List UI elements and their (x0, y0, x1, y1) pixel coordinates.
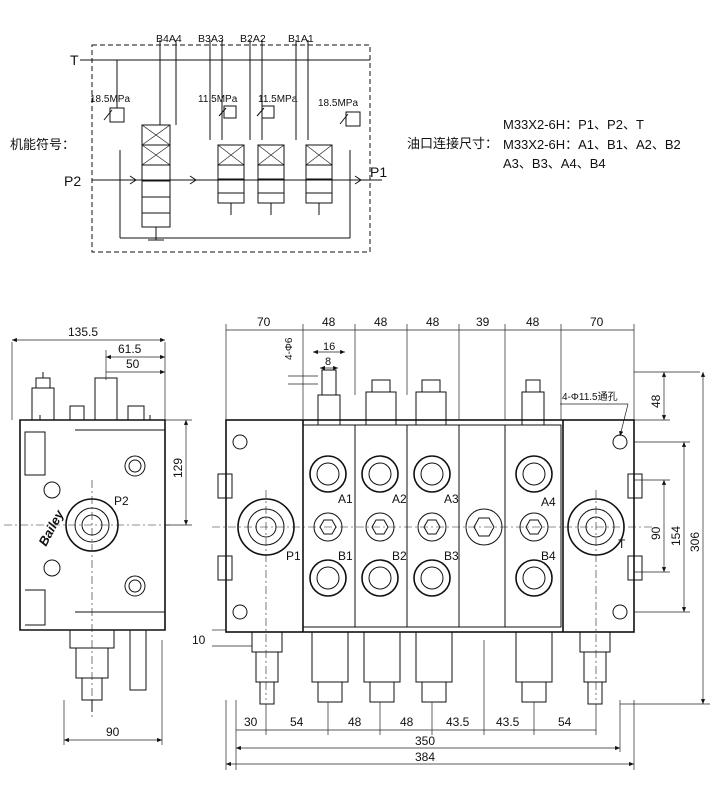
dim-bottom-54-1: 54 (290, 715, 304, 729)
dim-350: 350 (415, 734, 435, 748)
valve-section-4 (305, 144, 333, 215)
hydraulic-schematic: T P2 P1 B4A4 B3A3 B2A2 B1A1 18.5MPa 11.5… (10, 33, 387, 253)
top-dimension-chain: 70 48 48 48 39 48 70 (225, 315, 635, 420)
port-spec-line-2: M33X2-6H：A1、B1、A2、B2 (503, 137, 681, 152)
hole-4-phi-11-5: 4-Φ11.5通孔 (562, 391, 618, 403)
port-b4-label: B4 (541, 549, 556, 563)
port-a1-label: A1 (338, 492, 353, 506)
dim-10: 10 (192, 633, 206, 647)
relief-valve-main (103, 60, 125, 123)
relief-pressure-main: 18.5MPa (90, 94, 130, 105)
schematic-housing (91, 44, 371, 253)
dim-top-70-right: 70 (590, 315, 604, 329)
dim-bottom-54-2: 54 (558, 715, 572, 729)
dim-top-48-2: 48 (374, 315, 388, 329)
dim-top-70-left: 70 (257, 315, 271, 329)
port-spec-line-1: M33X2-6H：P1、P2、T (503, 117, 644, 132)
dim-90-side: 90 (106, 725, 120, 739)
dim-61-5: 61.5 (118, 342, 142, 356)
front-view: A1 A2 A3 A4 B1 B2 B3 B4 P1 T 70 48 48 48… (192, 315, 710, 770)
dim-16: 16 (323, 341, 335, 353)
front-body-outline (225, 419, 635, 633)
bottom-dimension-chain: 30 54 48 48 43.5 43.5 54 350 384 (225, 640, 635, 770)
front-p1-label: P1 (286, 549, 301, 563)
front-t-label: T (618, 537, 626, 551)
dim-50: 50 (126, 357, 140, 371)
dim-top-48-3: 48 (426, 315, 440, 329)
dim-384: 384 (415, 750, 435, 764)
dim-154: 154 (669, 526, 683, 546)
port-a4-label: A4 (541, 495, 556, 509)
dim-bottom-43-5-2: 43.5 (496, 715, 520, 729)
relief-valve-sec-1 (218, 105, 237, 119)
relief-pressure-sec-1: 11.5MPa (198, 94, 238, 105)
function-symbol-label: 机能符号： (10, 137, 75, 152)
port-T-label: T (70, 52, 79, 68)
valve-section-1 (141, 124, 171, 241)
valve-section-2 (217, 144, 245, 215)
dim-129: 129 (171, 458, 185, 478)
port-P1-label: P1 (370, 164, 387, 180)
relief-pressure-sec-2: 11.5MPa (258, 94, 298, 105)
relief-valve-sec-2 (256, 105, 275, 119)
port-spec: 油口连接尺寸： M33X2-6H：P1、P2、T M33X2-6H：A1、B1、… (407, 117, 681, 171)
side-view: Bailey P2 135.5 61.5 50 129 90 (4, 325, 192, 745)
dim-48-right: 48 (649, 394, 663, 408)
relief-pressure-right: 18.5MPa (318, 98, 358, 109)
port-spec-title: 油口连接尺寸： (407, 136, 498, 151)
port-spec-line-3: A3、B3、A4、B4 (503, 156, 606, 171)
port-b2-label: B2 (392, 549, 407, 563)
port-b1-label: B1 (338, 549, 353, 563)
side-p2-label: P2 (114, 494, 129, 508)
port-P2-label: P2 (64, 173, 81, 189)
port-a2-label: A2 (392, 492, 407, 506)
dim-8: 8 (325, 356, 331, 368)
hole-4-phi-6: 4-Φ6 (284, 337, 295, 360)
port-label-b1a1: B1A1 (288, 33, 314, 45)
dim-90-right: 90 (649, 526, 663, 540)
bottom-caps (251, 631, 611, 705)
b-ports (309, 559, 553, 597)
port-label-b3a3: B3A3 (198, 33, 224, 45)
port-label-b4a4: B4A4 (156, 33, 182, 45)
brand-logo: Bailey (35, 507, 67, 549)
dim-top-39: 39 (476, 315, 490, 329)
dim-135-5: 135.5 (68, 325, 98, 339)
top-caps (317, 369, 545, 426)
dim-bottom-43-5-1: 43.5 (446, 715, 470, 729)
port-label-b2a2: B2A2 (240, 33, 266, 45)
relief-valve-right (339, 111, 361, 127)
dim-bottom-48-2: 48 (400, 715, 414, 729)
port-b3-label: B3 (444, 549, 459, 563)
valve-section-3 (257, 144, 285, 215)
dim-bottom-48-1: 48 (348, 715, 362, 729)
dim-bottom-30: 30 (244, 715, 258, 729)
a-ports (309, 455, 553, 493)
dim-top-48-4: 48 (526, 315, 540, 329)
dim-306: 306 (688, 532, 702, 552)
port-a3-label: A3 (444, 492, 459, 506)
dim-top-48-1: 48 (322, 315, 336, 329)
